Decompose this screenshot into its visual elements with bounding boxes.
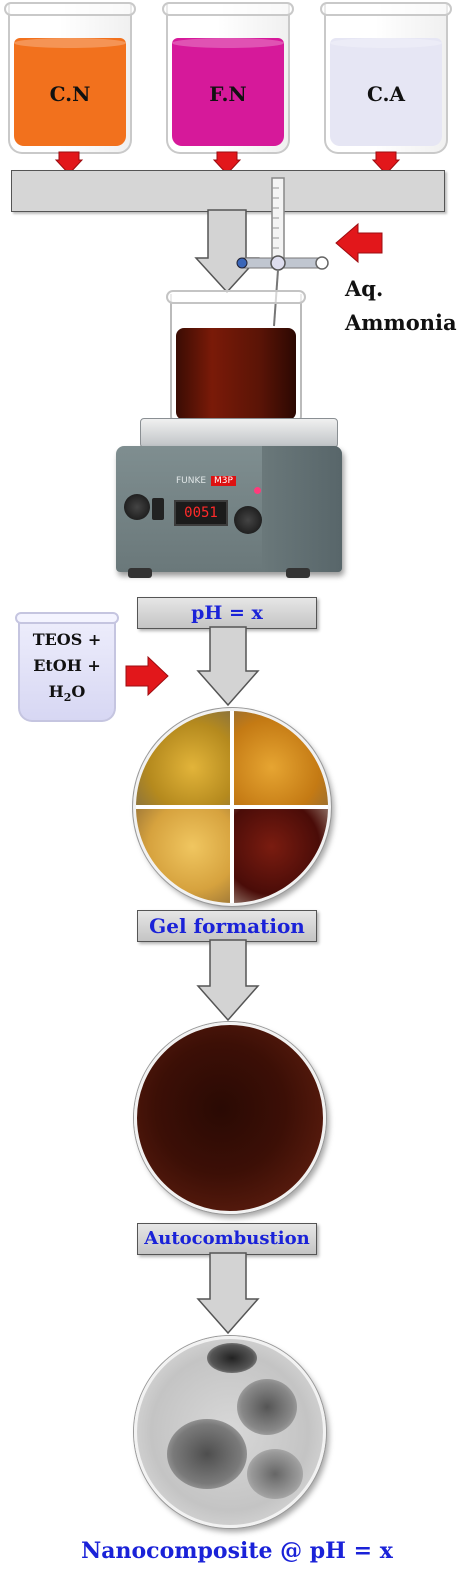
red-arrow-down-icon [54, 151, 84, 175]
teos-line3-o: O [71, 682, 86, 701]
hotplate-knob-left-icon[interactable] [124, 494, 150, 520]
hotplate-knob-right-icon[interactable] [234, 506, 262, 534]
reaction-solution [176, 328, 296, 420]
gel-step-box: Gel formation [137, 910, 317, 942]
burette-icon [236, 177, 329, 327]
final-caption: Nanocomposite @ pH = x [81, 1538, 393, 1564]
teos-line1: TEOS + [32, 630, 102, 649]
hotplate-brand: FUNKE M3P [176, 476, 236, 486]
gray-arrow-down-icon [194, 209, 260, 294]
gray-arrow-down-icon [196, 1252, 260, 1335]
hotplate-led-icon [254, 487, 261, 494]
reaction-beaker-lip [166, 290, 306, 304]
gray-arrow-down-icon [196, 626, 260, 707]
particle-cluster [237, 1379, 297, 1435]
beaker-ca-label: C.A [366, 82, 406, 106]
gel-photo-3 [136, 809, 230, 903]
hotplate-foot-icon [286, 568, 310, 578]
mixing-bar [11, 170, 445, 212]
teos-beaker: TEOS + EtOH + H2O [15, 612, 119, 722]
ph-step-label: pH = x [191, 602, 263, 624]
hotplate-model: M3P [210, 476, 236, 486]
hotplate-foot-icon [128, 568, 152, 578]
beaker-cn-label: C.N [49, 82, 91, 106]
reagent-label: Aq. Ammonia [345, 272, 457, 340]
gel-step-label: Gel formation [149, 914, 305, 938]
auto-step-label: Autocombustion [144, 1228, 310, 1249]
gel-photo-2 [234, 711, 328, 805]
beaker-ca: C.A [320, 2, 452, 154]
gray-arrow-down-icon [196, 939, 260, 1022]
hotplate-switch-icon[interactable] [152, 498, 164, 520]
reagent-line2: Ammonia [345, 310, 457, 335]
cn-solution [14, 38, 126, 146]
reagent-line1: Aq. [345, 276, 384, 301]
particle-cluster [167, 1419, 247, 1489]
red-arrow-down-icon [212, 151, 242, 175]
fn-solution [172, 38, 284, 146]
beaker-lip [162, 2, 294, 16]
beaker-fn-label: F.N [209, 82, 247, 106]
gel-photo-4 [234, 809, 328, 903]
particle-cluster [207, 1343, 257, 1373]
teos-line3-h: H [48, 682, 64, 701]
gel-photos-circle [133, 708, 331, 906]
teos-line3: H2O [20, 682, 114, 704]
hotplate-side [262, 446, 342, 572]
teos-line3-sub: 2 [63, 691, 72, 705]
reaction-beaker [166, 290, 306, 428]
teos-line2: EtOH + [33, 656, 101, 675]
ph-step-box: pH = x [137, 597, 317, 629]
red-arrow-right-icon [125, 655, 169, 697]
beaker-lip [4, 2, 136, 16]
beaker-fn: F.N [162, 2, 294, 154]
beaker-cn: C.N [4, 2, 136, 154]
teos-beaker-lip [15, 612, 119, 624]
tem-image-circle [134, 1336, 326, 1528]
beaker-lip [320, 2, 452, 16]
hotplate-display: 0051 [174, 500, 228, 526]
hotplate-top [140, 418, 338, 448]
red-arrow-down-icon [371, 151, 401, 175]
particle-cluster [247, 1449, 303, 1499]
ca-solution [330, 38, 442, 146]
powder-photo-circle [134, 1022, 326, 1214]
red-arrow-left-icon [335, 222, 383, 264]
auto-step-box: Autocombustion [137, 1223, 317, 1255]
hotplate-brand-name: FUNKE [176, 476, 207, 486]
gel-photo-1 [136, 711, 230, 805]
